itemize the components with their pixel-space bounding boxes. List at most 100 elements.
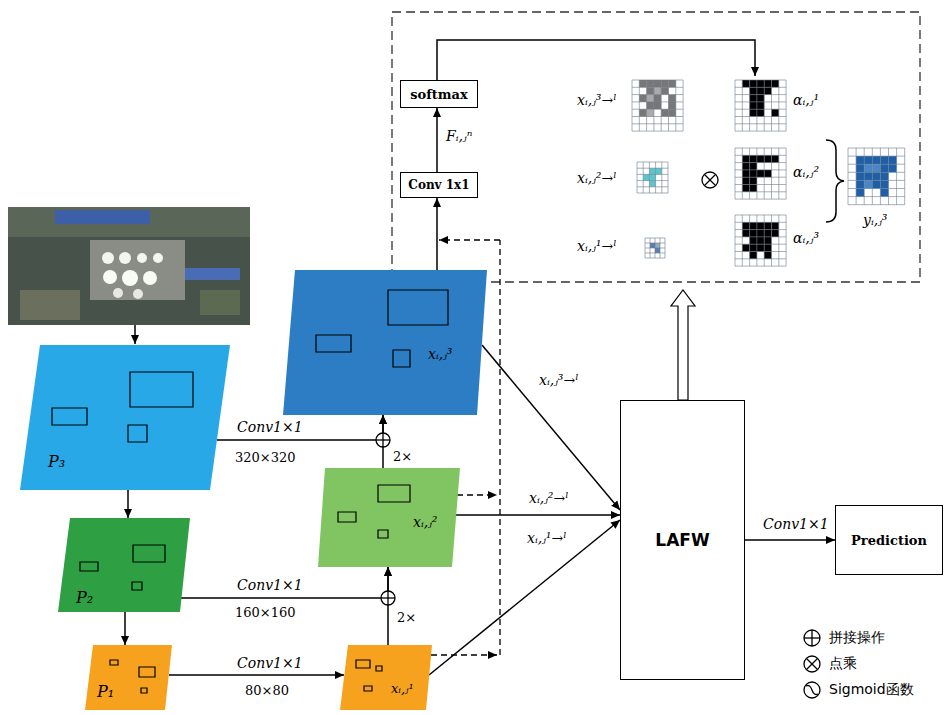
grid-cell: [654, 87, 661, 94]
grid-cell: [856, 180, 864, 188]
grid-line: [771, 148, 772, 199]
feature-map: P₁: [85, 645, 172, 710]
connector: [436, 198, 438, 270]
grid-cell: [764, 170, 771, 177]
grid-line: [786, 215, 787, 266]
connector: [436, 108, 438, 172]
grid-line: [639, 80, 640, 131]
grid-cell: [649, 181, 655, 187]
grid-line: [848, 148, 849, 205]
grid-line: [661, 162, 662, 193]
grid-line: [864, 148, 865, 205]
grid-line: [735, 199, 786, 200]
grid-cell: [654, 80, 661, 87]
edge-label: xᵢ,ⱼ¹→ˡ: [526, 530, 568, 547]
grid: [735, 148, 786, 199]
dashed-arrow: [439, 239, 500, 240]
grid-cell: [750, 237, 757, 244]
grid-cell: [757, 155, 764, 162]
connector: [482, 345, 620, 510]
grid-cell: [669, 80, 676, 87]
grid-cell: [649, 168, 655, 174]
grid-line: [637, 168, 668, 169]
satellite-photo: [8, 207, 250, 325]
tensor-label: xᵢ,ⱼ¹→ˡ: [576, 238, 618, 255]
parallelogram-outline: [340, 645, 432, 710]
grid-line: [735, 191, 786, 192]
grid-line: [735, 266, 786, 267]
hollow-arrow: [671, 290, 695, 400]
grid-cell: [647, 95, 654, 102]
box-label: Prediction: [851, 533, 927, 548]
grid-cell: [669, 109, 676, 116]
grid-line: [771, 215, 772, 266]
grid-cell: [864, 180, 872, 188]
grid-line: [632, 123, 683, 124]
grid: [632, 80, 683, 131]
grid-cell: [750, 155, 757, 162]
grid-cell: [772, 155, 779, 162]
grid-cell: [757, 222, 764, 229]
grid-cell: [742, 80, 749, 87]
grid-cell: [742, 230, 749, 237]
connector: [169, 674, 344, 676]
grid-cell: [647, 80, 654, 87]
grid-cell: [750, 80, 757, 87]
grid-line: [632, 109, 683, 110]
grid-cell: [639, 95, 646, 102]
grid-cell: [757, 109, 764, 116]
grid-line: [660, 238, 661, 258]
box-label: Conv 1x1: [408, 178, 469, 192]
grid-line: [735, 169, 786, 170]
edge-label: xᵢ,ⱼ²→ˡ: [528, 490, 570, 507]
grid-cell: [889, 156, 897, 164]
object-box: [110, 660, 118, 665]
tensor-label: αᵢ,ⱼ³: [792, 230, 820, 247]
grid-cell: [856, 172, 864, 180]
grid-line: [735, 94, 786, 95]
connector: [387, 567, 389, 645]
feature-plane: [58, 518, 190, 612]
grid-line: [735, 162, 786, 163]
grid-line: [848, 196, 905, 197]
feature-plane: [85, 645, 172, 710]
process-box: Prediction: [835, 505, 943, 575]
grid-cell: [750, 185, 757, 192]
grid-line: [848, 172, 905, 173]
tensor-label: αᵢ,ⱼ²: [792, 164, 820, 181]
grid-line: [742, 148, 743, 199]
grid-cell: [742, 163, 749, 170]
grid-cell: [639, 80, 646, 87]
grid-cell: [649, 174, 655, 180]
feature-label: P₁: [97, 682, 114, 701]
grid: [735, 80, 786, 131]
grid-cell: [742, 185, 749, 192]
grid-line: [735, 109, 786, 110]
tensor-label: xᵢ,ⱼ³→ˡ: [576, 92, 618, 109]
object-box: [130, 372, 193, 407]
grid-cell: [750, 95, 757, 102]
grid-line: [735, 215, 736, 266]
grid-cell: [757, 95, 764, 102]
grid-line: [637, 193, 668, 194]
object-box: [388, 290, 448, 325]
grid-cell: [647, 102, 654, 109]
object-box: [356, 660, 370, 668]
grid: [735, 215, 786, 266]
grid-cell: [864, 172, 872, 180]
grid-line: [735, 116, 786, 117]
grid-cell: [880, 180, 888, 188]
grid-cell: [750, 109, 757, 116]
grid-cell: [750, 102, 757, 109]
grid-line: [735, 229, 786, 230]
grid-cell: [864, 164, 872, 172]
grid-cell: [764, 252, 771, 259]
grid-line: [856, 148, 857, 205]
object-box: [378, 485, 410, 502]
object-box: [378, 530, 388, 538]
edge-label: Conv1×1: [236, 577, 304, 594]
grid-cell: [750, 244, 757, 251]
legend-text: 点乘: [828, 655, 858, 672]
feature-plane: [283, 270, 487, 415]
grid-cell: [661, 109, 668, 116]
